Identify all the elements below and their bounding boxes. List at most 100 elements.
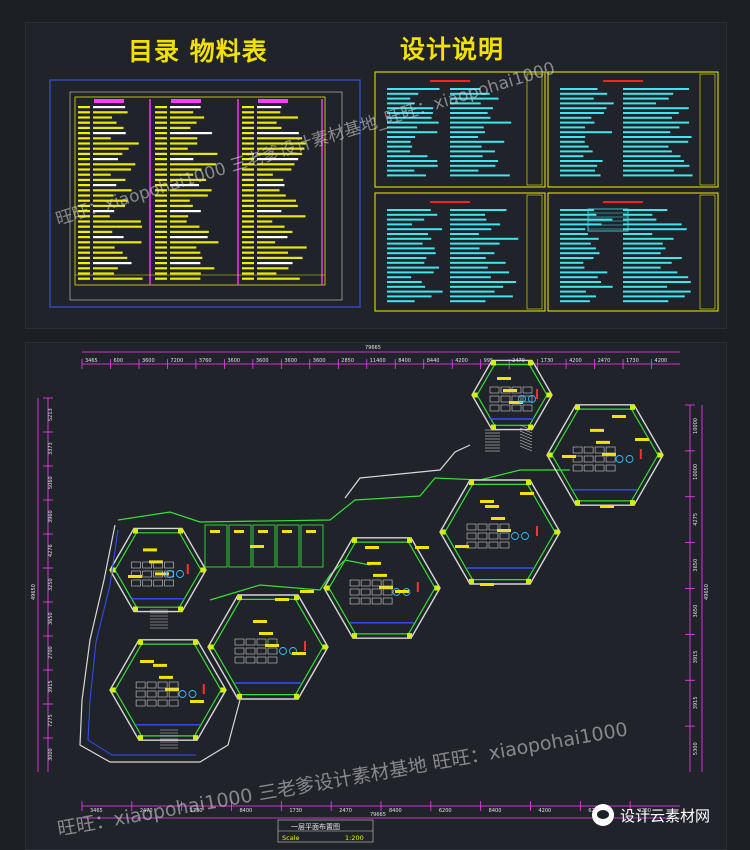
dim-text-bottom: 4200 (539, 808, 552, 814)
notes-text-line (560, 88, 598, 90)
table-cell-no (78, 272, 90, 275)
hex-room-g-desk (146, 690, 157, 698)
hex-room-g-column (220, 687, 226, 693)
service-room-label (234, 530, 244, 533)
table-cell-text (93, 173, 111, 176)
hex-room-b-column (472, 392, 478, 398)
table-cell-no (155, 163, 167, 166)
table-cell-no (155, 262, 167, 265)
hex-room-b-desk (522, 404, 533, 412)
notes-text-line (450, 237, 519, 240)
table-cell-text (93, 189, 132, 192)
notes-small-table (587, 208, 629, 232)
hex-room-f-desk (142, 579, 152, 587)
hex-room-d-desk (349, 588, 360, 596)
table-cell-text (257, 262, 293, 265)
table-cell-text (93, 199, 128, 202)
hex-room-a-chair-icon (625, 455, 634, 463)
dim-text-top: 1730 (626, 358, 639, 364)
notes-text-line (560, 300, 590, 303)
hex-room-b-column (528, 424, 533, 430)
notes-text-line (387, 290, 443, 293)
table-cell-text (257, 189, 280, 192)
notes-text-line (450, 261, 506, 264)
table-cell-text (257, 168, 292, 171)
dim-text-bottom: 3465 (90, 808, 103, 814)
notes-text-line (623, 276, 689, 279)
stair-step (519, 436, 533, 443)
hex-room-f-label-block (143, 548, 157, 552)
table-cell-text (93, 236, 124, 239)
notes-text-line (387, 233, 429, 235)
table-cell-text (93, 241, 142, 244)
table-cell-text (93, 132, 126, 135)
stair-step (519, 442, 533, 449)
hex-room-e-label-block (259, 632, 273, 635)
table-header-mark (94, 99, 124, 103)
table-cell-text (170, 168, 202, 171)
hex-room-b-chair-icon (518, 395, 526, 403)
notes-text-line (450, 228, 492, 231)
hex-room-d-column (407, 633, 412, 639)
notes-text-line (623, 126, 680, 129)
hex-room-c-outer (439, 479, 561, 585)
hex-room-f-desk (164, 561, 174, 569)
hex-room-c-column (469, 578, 474, 584)
table-cell-text (170, 277, 201, 280)
notes-text-line (450, 300, 486, 303)
table-cell-no (242, 158, 254, 161)
table-cell-no (242, 132, 254, 135)
hex-room-f-desk (131, 561, 141, 569)
hex-room-e-column (322, 644, 328, 650)
table-cell-text (257, 147, 305, 150)
hex-room-a-desk (572, 446, 583, 454)
table-cell-no (242, 178, 254, 181)
notes-text-line (387, 155, 428, 158)
table-cell-text (93, 215, 110, 218)
notes-text-line (450, 218, 487, 221)
table-cell-text (93, 116, 113, 119)
table-cell-text (257, 241, 276, 244)
table-cell-text (93, 184, 117, 187)
table-cell-no (78, 116, 90, 119)
table-cell-text (257, 246, 307, 249)
notes-text-line (560, 213, 597, 216)
hex-room-c-desk (499, 541, 510, 549)
table-cell-no (242, 137, 254, 140)
dim-text-bottom: 1730 (190, 808, 203, 814)
notes-text-line (387, 276, 412, 279)
dim-text-right: 5300 (693, 742, 699, 755)
table-cell-text (93, 137, 111, 140)
hex-room-a-column (630, 500, 635, 506)
dim-text-top: 2850 (341, 358, 354, 364)
hex-room-d-desk (371, 597, 382, 605)
notes-text-line (450, 160, 499, 162)
notes-text-line (387, 295, 432, 298)
notes-heading-mark (430, 80, 470, 82)
notes-text-line (450, 92, 490, 95)
notes-text-line (450, 223, 501, 226)
notes-text-line (387, 97, 411, 100)
table-cell-no (242, 199, 254, 202)
design-notes-title: 设计说明 (400, 35, 505, 64)
table-cell-text (257, 267, 289, 270)
dim-text-left: 4276 (48, 544, 54, 557)
dim-text-right-overall: 49650 (704, 584, 710, 600)
notes-text-line (560, 290, 586, 293)
hex-room-b-door (536, 389, 538, 399)
table-cell-no (78, 241, 90, 244)
hex-room-a-label-block (602, 452, 616, 456)
hex-room-a-label-block (590, 428, 604, 432)
table-cell-no (242, 126, 254, 129)
table-cell-no (78, 142, 90, 145)
table-cell-no (155, 189, 167, 192)
hex-room-b-outer (471, 359, 553, 431)
hex-room-d-door (416, 582, 419, 592)
hex-room-f-column (110, 567, 116, 573)
notes-text-line (387, 300, 415, 303)
table-cell-no (78, 220, 90, 223)
scale-value: 1:200 (345, 834, 364, 842)
hex-room-a-column (575, 404, 580, 410)
dim-text-overall-bottom: 79665 (370, 812, 386, 818)
notes-text-line (560, 209, 594, 211)
